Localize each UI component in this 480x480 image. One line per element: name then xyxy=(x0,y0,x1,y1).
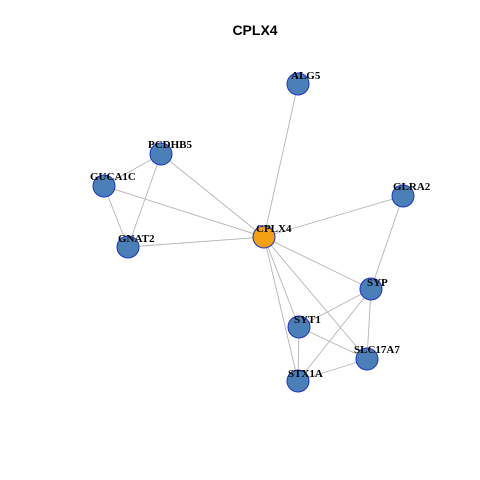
edge-cplx4-glra2 xyxy=(263,195,404,238)
node-glra2: GLRA2 xyxy=(391,181,431,208)
node-gnat2: GNAT2 xyxy=(116,233,155,259)
node-label-syp: SYP xyxy=(367,277,388,289)
node-circle-alg5 xyxy=(286,72,310,96)
edge-cplx4-stx1a xyxy=(263,236,299,382)
node-pcdhb5: PCDHB5 xyxy=(148,139,193,166)
edge-syp-stx1a xyxy=(297,288,372,382)
node-cplx4: CPLX4 xyxy=(252,223,292,249)
edge-syt1-slc17a7 xyxy=(298,326,368,360)
node-circle-glra2 xyxy=(391,184,415,208)
node-stx1a: STX1A xyxy=(286,368,323,393)
node-label-stx1a: STX1A xyxy=(288,368,323,380)
edge-cplx4-gnat2 xyxy=(127,236,265,248)
edge-cplx4-pcdhb5 xyxy=(160,153,265,238)
edge-cplx4-syp xyxy=(263,236,372,290)
node-alg5: ALG5 xyxy=(286,70,321,96)
node-circle-pcdhb5 xyxy=(149,142,173,166)
edge-pcdhb5-gnat2 xyxy=(127,153,162,248)
edge-cplx4-alg5 xyxy=(263,83,299,238)
edge-glra2-syp xyxy=(370,195,404,290)
node-circle-syt1 xyxy=(287,315,311,339)
node-syt1: SYT1 xyxy=(287,314,321,339)
node-label-alg5: ALG5 xyxy=(291,70,321,82)
node-circle-gnat2 xyxy=(116,235,140,259)
node-label-slc17a7: SLC17A7 xyxy=(354,344,400,356)
edge-slc17a7-stx1a xyxy=(297,358,368,382)
diagram-title: CPLX4 xyxy=(232,22,277,38)
node-label-syt1: SYT1 xyxy=(294,314,321,326)
node-circle-guca1c xyxy=(92,174,116,198)
edge-cplx4-syt1 xyxy=(263,236,300,328)
node-slc17a7: SLC17A7 xyxy=(354,344,400,371)
node-syp: SYP xyxy=(359,277,388,301)
edge-cplx4-guca1c xyxy=(103,185,265,238)
node-label-gnat2: GNAT2 xyxy=(118,233,155,245)
edge-syp-syt1 xyxy=(298,288,372,328)
node-circle-slc17a7 xyxy=(355,347,379,371)
node-guca1c: GUCA1C xyxy=(90,171,136,198)
edge-cplx4-slc17a7 xyxy=(263,236,368,360)
node-circle-syp xyxy=(359,277,383,301)
node-label-glra2: GLRA2 xyxy=(393,181,431,193)
node-circle-stx1a xyxy=(286,369,310,393)
node-circle-cplx4 xyxy=(252,225,276,249)
node-label-cplx4: CPLX4 xyxy=(256,223,292,235)
node-label-guca1c: GUCA1C xyxy=(90,171,136,183)
node-label-pcdhb5: PCDHB5 xyxy=(148,139,193,151)
edge-syp-slc17a7 xyxy=(366,288,372,360)
